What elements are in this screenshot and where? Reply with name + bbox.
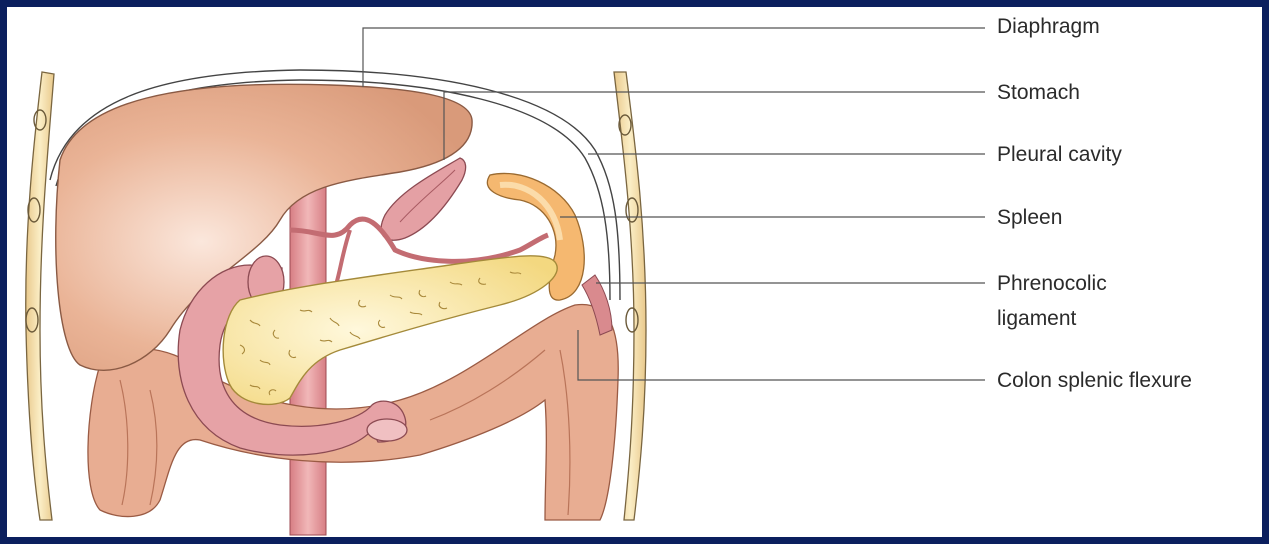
duodenum-end bbox=[367, 419, 407, 441]
label-colon-splenic-flexure: Colon splenic flexure bbox=[997, 367, 1192, 394]
label-spleen: Spleen bbox=[997, 204, 1062, 231]
leader-lines bbox=[363, 28, 985, 380]
right-body-wall bbox=[614, 72, 646, 520]
label-pleural-cavity: Pleural cavity bbox=[997, 141, 1122, 168]
top-border bbox=[0, 0, 1269, 7]
label-ligament: ligament bbox=[997, 305, 1076, 332]
label-phrenocolic: Phrenocolic bbox=[997, 270, 1107, 297]
left-body-wall bbox=[26, 72, 54, 520]
label-stomach: Stomach bbox=[997, 79, 1080, 106]
label-diaphragm: Diaphragm bbox=[997, 13, 1100, 40]
diagram-canvas: Diaphragm Stomach Pleural cavity Spleen … bbox=[7, 7, 1262, 537]
